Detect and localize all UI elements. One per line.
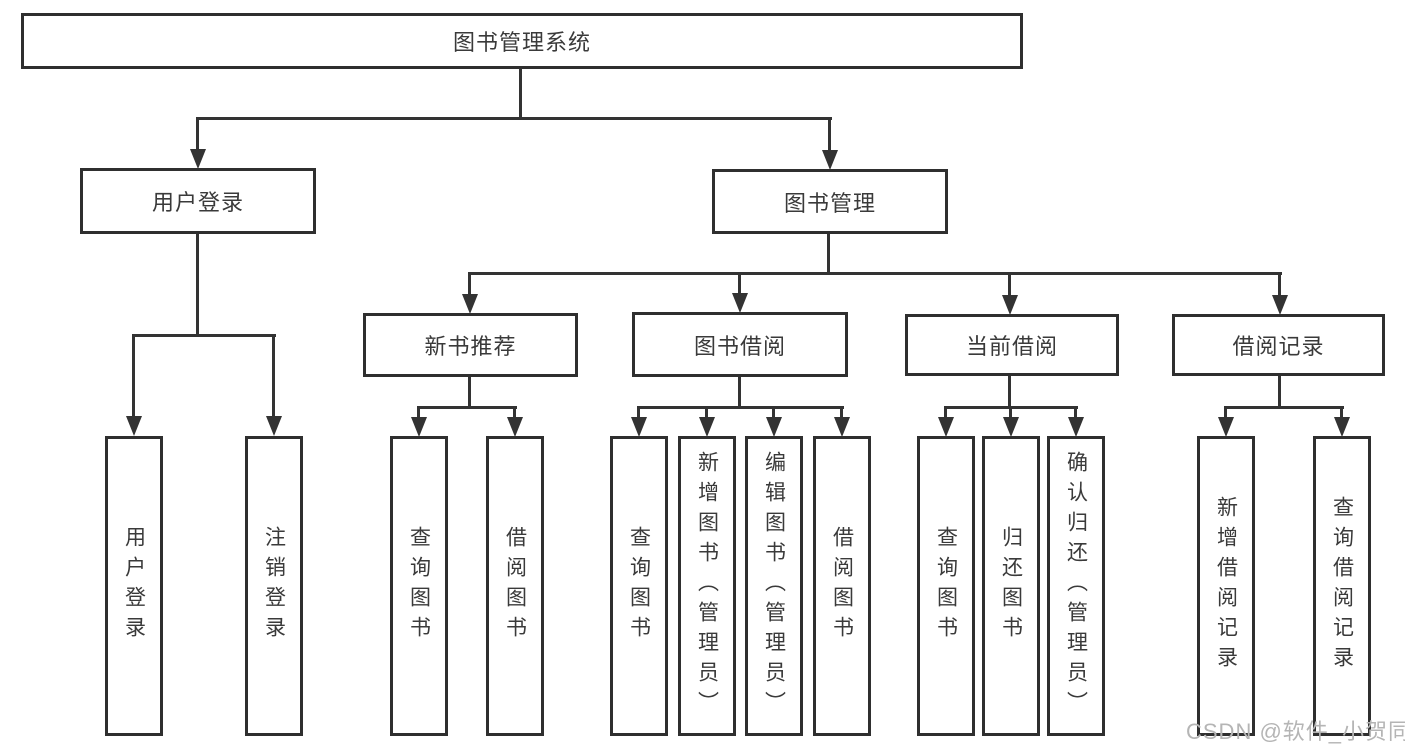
connector-line: [772, 406, 775, 420]
connector-line: [196, 234, 199, 337]
node-borrowing-records-label: 借阅记录: [1232, 334, 1325, 359]
connector-arrow: [266, 416, 282, 436]
leaf-add-books-admin-label: 新增图书（管理员）: [695, 451, 719, 721]
connector-line: [738, 377, 741, 409]
leaf-query-books-3-label: 查询图书: [934, 526, 958, 646]
connector-arrow: [462, 294, 478, 314]
connector-arrow: [1334, 417, 1350, 437]
leaf-add-borrow-record: 新增借阅记录: [1197, 436, 1255, 736]
connector-line: [1224, 406, 1227, 420]
leaf-logout-label: 注销登录: [262, 526, 286, 646]
connector-line: [1008, 272, 1011, 298]
connector-line: [637, 406, 640, 420]
node-book-borrowing: 图书借阅: [632, 312, 848, 377]
connector-line: [468, 377, 471, 409]
connector-arrow: [631, 417, 647, 437]
connector-arrow: [411, 417, 427, 437]
connector-arrow: [190, 149, 206, 169]
connector-line: [417, 406, 420, 420]
leaf-borrow-books-1-label: 借阅图书: [503, 526, 527, 646]
connector-line: [1009, 406, 1012, 420]
node-new-book-recommend: 新书推荐: [363, 313, 578, 377]
connector-line: [513, 406, 516, 420]
connector-line: [1278, 272, 1281, 298]
connector-arrow: [507, 417, 523, 437]
connector-line: [468, 272, 471, 298]
connector-line: [417, 406, 517, 409]
connector-line: [637, 406, 844, 409]
connector-line: [1074, 406, 1077, 420]
node-borrowing-records: 借阅记录: [1172, 314, 1385, 376]
connector-arrow: [766, 417, 782, 437]
node-root-label: 图书管理系统: [452, 30, 591, 55]
connector-arrow: [1003, 417, 1019, 437]
leaf-logout: 注销登录: [245, 436, 303, 736]
connector-line: [132, 334, 276, 337]
connector-line: [705, 406, 708, 420]
leaf-borrow-books-2: 借阅图书: [813, 436, 871, 736]
leaf-query-books-3: 查询图书: [917, 436, 975, 736]
node-book-management: 图书管理: [712, 169, 948, 234]
csdn-watermark: CSDN @软件_小贺同学: [1186, 719, 1405, 744]
connector-line: [1278, 376, 1281, 409]
leaf-borrow-books-2-label: 借阅图书: [830, 526, 854, 646]
connector-arrow: [1068, 417, 1084, 437]
connector-arrow: [732, 293, 748, 313]
connector-line: [827, 234, 830, 275]
leaf-query-borrow-record: 查询借阅记录: [1313, 436, 1371, 736]
node-current-borrowing: 当前借阅: [905, 314, 1119, 376]
leaf-return-books: 归还图书: [982, 436, 1040, 736]
leaf-edit-books-admin-label: 编辑图书（管理员）: [762, 451, 786, 721]
connector-line: [272, 334, 275, 420]
connector-line: [944, 406, 947, 420]
node-new-book-recommend-label: 新书推荐: [424, 334, 517, 359]
leaf-query-books-1: 查询图书: [390, 436, 448, 736]
leaf-query-books-1-label: 查询图书: [407, 526, 431, 646]
connector-line: [840, 406, 843, 420]
connector-line: [828, 117, 831, 154]
connector-arrow: [1002, 295, 1018, 315]
node-book-management-label: 图书管理: [783, 190, 876, 216]
leaf-add-books-admin: 新增图书（管理员）: [678, 436, 736, 736]
leaf-add-borrow-record-label: 新增借阅记录: [1214, 496, 1238, 676]
leaf-confirm-return-admin-label: 确认归还（管理员）: [1064, 451, 1088, 721]
leaf-query-books-2-label: 查询图书: [627, 526, 651, 646]
leaf-return-books-label: 归还图书: [999, 526, 1023, 646]
leaf-confirm-return-admin: 确认归还（管理员）: [1047, 436, 1105, 736]
node-root-library-system: 图书管理系统: [21, 13, 1023, 69]
connector-line: [132, 334, 135, 420]
connector-line: [196, 117, 832, 120]
connector-line: [1008, 376, 1011, 409]
node-user-login: 用户登录: [80, 168, 316, 234]
leaf-edit-books-admin: 编辑图书（管理员）: [745, 436, 803, 736]
connector-line: [738, 272, 741, 298]
connector-arrow: [126, 416, 142, 436]
connector-arrow: [834, 417, 850, 437]
connector-line: [1340, 406, 1343, 420]
leaf-borrow-books-1: 借阅图书: [486, 436, 544, 736]
leaf-user-login-label: 用户登录: [122, 526, 146, 646]
leaf-query-books-2: 查询图书: [610, 436, 668, 736]
connector-arrow: [1218, 417, 1234, 437]
leaf-query-borrow-record-label: 查询借阅记录: [1330, 496, 1354, 676]
connector-arrow: [699, 417, 715, 437]
connector-arrow: [822, 150, 838, 170]
connector-line: [196, 117, 199, 153]
node-user-login-label: 用户登录: [151, 190, 244, 215]
leaf-user-login: 用户登录: [105, 436, 163, 736]
node-book-borrowing-label: 图书借阅: [693, 333, 786, 359]
connector-line: [1224, 406, 1344, 409]
node-current-borrowing-label: 当前借阅: [965, 334, 1058, 359]
connector-arrow: [938, 417, 954, 437]
connector-line: [468, 272, 1282, 275]
connector-arrow: [1272, 295, 1288, 315]
connector-line: [519, 68, 522, 118]
